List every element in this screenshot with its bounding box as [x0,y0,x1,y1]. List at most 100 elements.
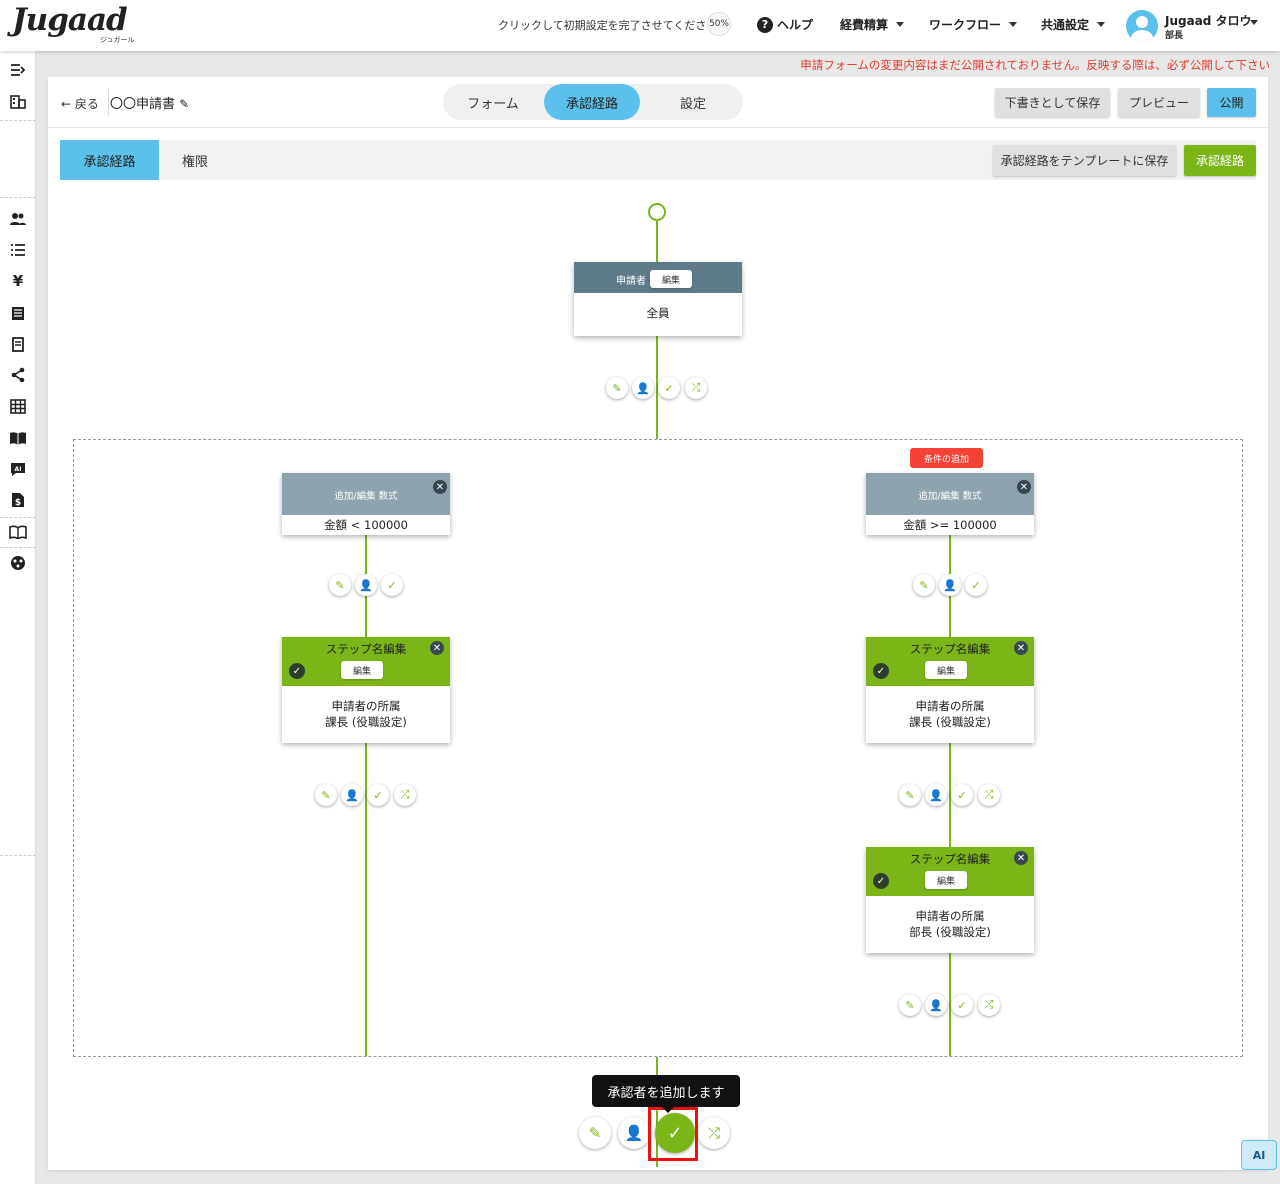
approval-route-button[interactable]: 承認経路 [1184,145,1256,176]
add-approver-check-icon[interactable]: ✓ [655,1113,695,1153]
form-title[interactable]: 〇〇申請書 ✎ [110,93,189,112]
condition-node-right[interactable]: 追加/編集 数式 ✕ 金額 >= 100000 [866,473,1034,535]
step-edit-button[interactable]: 編集 [925,871,967,889]
add-user-icon[interactable]: 👤 [618,1117,650,1149]
support-icon[interactable] [9,555,27,571]
add-user-icon[interactable]: 👤 [341,784,363,806]
add-branch-shuffle-icon[interactable]: ⤮ [698,1117,730,1149]
applicant-label: 申請者 [616,276,646,287]
pencil-icon[interactable]: ✎ [179,97,190,111]
condition-node-left[interactable]: 追加/編集 数式 ✕ 金額 < 100000 [282,473,450,535]
sidebar-divider [0,197,36,198]
step-edit-button[interactable]: 編集 [925,661,967,679]
add-user-icon[interactable]: 👤 [925,994,947,1016]
sidebar-divider [0,855,36,856]
user-name[interactable]: Jugaad タロウ [1165,14,1252,28]
add-approver-check-icon[interactable]: ✓ [381,574,403,596]
applicant-node[interactable]: 申請者 編集 全員 [574,262,742,336]
add-branch-shuffle-icon[interactable]: ⤮ [685,377,707,399]
edit-pencil-icon[interactable]: ✎ [899,994,921,1016]
edit-pencil-icon[interactable]: ✎ [899,784,921,806]
add-approver-check-icon[interactable]: ✓ [951,784,973,806]
menu-workflow[interactable]: ワークフロー [929,16,1018,33]
tab-settings[interactable]: 設定 [679,96,706,112]
applicant-edit-button[interactable]: 編集 [650,270,692,288]
step-node[interactable]: ステップ名編集 ✕ ✓ 編集 申請者の所属課長 (役職設定) [282,637,450,743]
sidebar-divider [0,547,36,548]
add-approver-check-icon[interactable]: ✓ [951,994,973,1016]
sidebar-divider [0,517,36,518]
close-icon[interactable]: ✕ [433,480,447,494]
highlight-box [648,1107,698,1161]
edit-pencil-icon[interactable]: ✎ [315,784,337,806]
edit-pencil-icon[interactable]: ✎ [579,1117,611,1149]
add-user-icon[interactable]: 👤 [355,574,377,596]
book-open-icon[interactable] [9,430,27,446]
manual-icon[interactable] [9,524,27,540]
setup-link[interactable]: クリックして初期設定を完了させてください → [498,19,731,32]
add-condition-button[interactable]: 条件の追加 [910,448,983,468]
condition-formula-edit[interactable]: 追加/編集 数式 [918,491,982,502]
setup-progress[interactable]: 50% [707,12,731,36]
share-icon[interactable] [9,367,27,383]
step-node[interactable]: ステップ名編集 ✕ ✓ 編集 申請者の所属部長 (役職設定) [866,847,1034,953]
document-icon[interactable] [9,305,27,321]
step-title[interactable]: ステップ名編集 [909,642,991,656]
close-icon[interactable]: ✕ [1017,480,1031,494]
step-title[interactable]: ステップ名編集 [909,852,991,866]
sidebar-toggle-icon[interactable] [9,62,27,78]
user-role: 部長 [1165,31,1184,41]
add-user-icon[interactable]: 👤 [939,574,961,596]
edit-pencil-icon[interactable]: ✎ [329,574,351,596]
sidebar-divider [0,120,36,121]
add-approver-check-icon[interactable]: ✓ [658,377,680,399]
subtab-approval-route[interactable]: 承認経路 [60,140,159,180]
add-branch-shuffle-icon[interactable]: ⤮ [978,784,1000,806]
add-approver-check-icon[interactable]: ✓ [965,574,987,596]
dollar-document-icon[interactable]: $ [9,492,27,508]
publish-button[interactable]: 公開 [1207,88,1256,117]
user-menu-chevron-icon[interactable] [1250,20,1258,25]
menu-expense-label: 経費精算 [840,18,889,32]
step-title[interactable]: ステップ名編集 [325,642,407,656]
building-icon[interactable] [9,94,27,110]
preview-button[interactable]: プレビュー [1118,88,1200,117]
add-branch-shuffle-icon[interactable]: ⤮ [394,784,416,806]
condition-head: 追加/編集 数式 ✕ [282,473,450,515]
save-draft-button[interactable]: 下書きとして保存 [995,88,1110,117]
step-edit-button[interactable]: 編集 [341,661,383,679]
add-branch-shuffle-icon[interactable]: ⤮ [978,994,1000,1016]
edit-pencil-icon[interactable]: ✎ [606,377,628,399]
tab-approval-route[interactable]: 承認経路 [544,84,640,120]
sidebar [0,51,36,1184]
toolbar-divider [108,88,109,116]
condition-expression: 金額 >= 100000 [903,518,997,532]
condition-formula-edit[interactable]: 追加/編集 数式 [334,491,398,502]
close-icon[interactable]: ✕ [1014,851,1028,865]
step-node[interactable]: ステップ名編集 ✕ ✓ 編集 申請者の所属課長 (役職設定) [866,637,1034,743]
add-user-icon[interactable]: 👤 [632,377,654,399]
add-user-icon[interactable]: 👤 [925,784,947,806]
menu-expense[interactable]: 経費精算 [840,16,905,33]
app-logo[interactable]: Jugaad [12,2,128,38]
grid-icon[interactable] [9,398,27,414]
svg-text:$: $ [15,498,21,508]
subtab-permission[interactable]: 権限 [181,154,208,170]
ai-assistant-button[interactable]: AI [1241,1140,1277,1170]
ai-chat-icon[interactable]: AI [9,461,27,477]
list-icon[interactable] [9,242,27,258]
back-link[interactable]: ← 戻る [61,97,99,111]
yen-icon[interactable]: ¥ [12,272,24,290]
edit-pencil-icon[interactable]: ✎ [913,574,935,596]
menu-common-settings[interactable]: 共通設定 [1041,16,1106,33]
tab-form[interactable]: フォーム [467,96,519,112]
user-avatar[interactable] [1126,10,1158,42]
add-approver-check-icon[interactable]: ✓ [367,784,389,806]
help-link[interactable]: ? ヘルプ [757,16,813,33]
receipt-icon[interactable] [9,336,27,352]
close-icon[interactable]: ✕ [1014,641,1028,655]
close-icon[interactable]: ✕ [430,641,444,655]
save-template-button[interactable]: 承認経路をテンプレートに保存 [993,145,1176,176]
flow-start-node [648,203,666,221]
users-icon[interactable] [9,211,27,227]
